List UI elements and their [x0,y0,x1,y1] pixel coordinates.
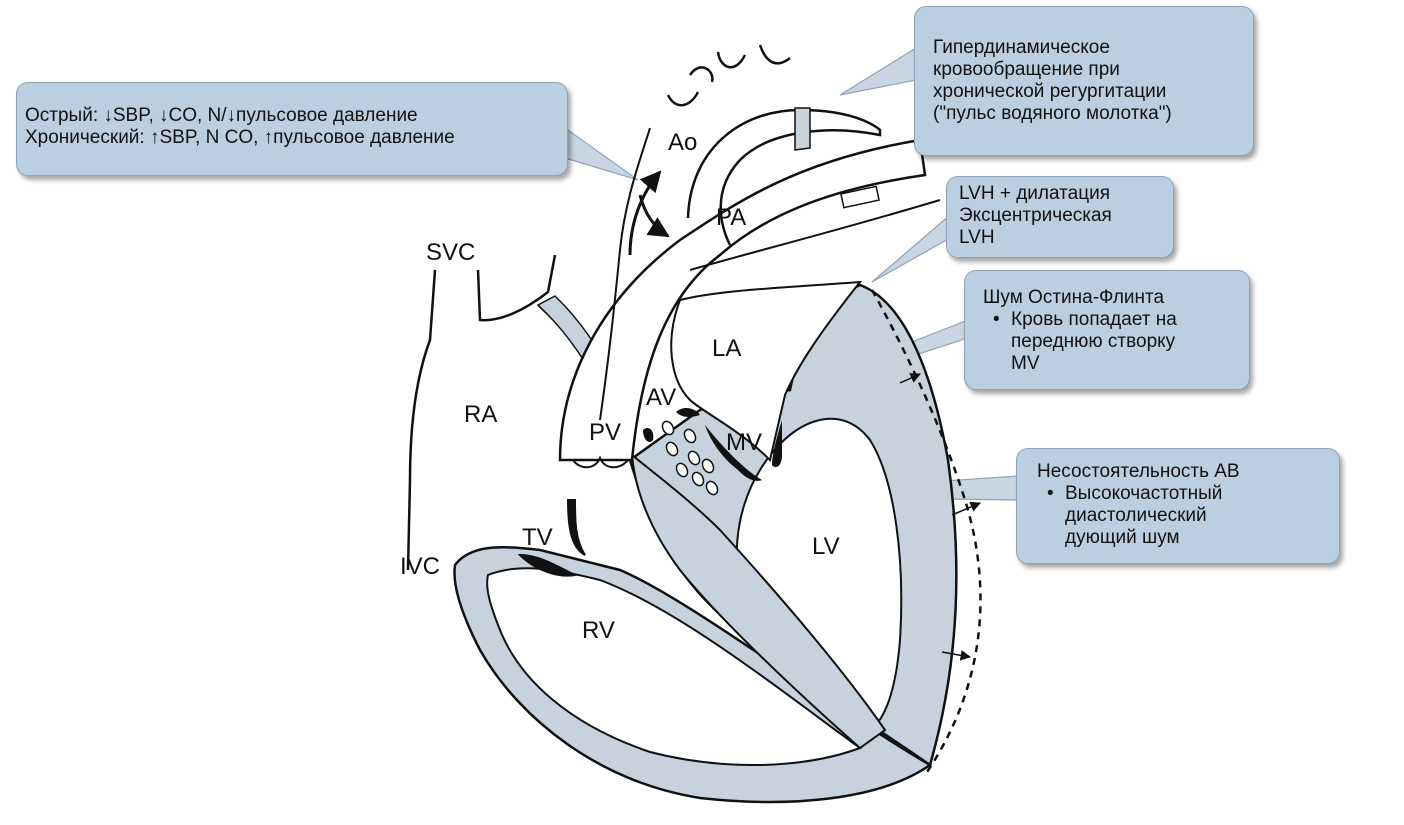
label-ivc: IVC [400,553,440,580]
label-rv: RV [582,617,615,644]
callout-austin-flint-text3: MV [1011,353,1040,374]
jet-bubble [665,441,679,457]
dilatation-arrow [899,373,921,384]
aortic-branch-2 [688,66,714,83]
pointer-lvh [871,213,951,283]
callout-lvh-line1: LVH + дилатация [959,183,1110,204]
label-av: AV [646,384,676,411]
jet-bubble [687,450,701,466]
callout-austin-flint-text1: Кровь попадает на [1011,309,1177,330]
aortic-valve-leaflet-2 [643,428,654,442]
callout-ar: Несостоятельность АВ Высокочастотный диа… [1016,448,1340,564]
callout-ar-title: Несостоятельность АВ [1037,461,1240,482]
callout-lvh-line2: Эксцентрическая [959,205,1112,226]
label-pa: PA [716,204,746,231]
label-lv: LV [812,533,840,560]
callout-austin-flint-text2: переднюю створку [1011,331,1176,352]
rv-cavity [486,567,863,767]
callout-ar-bullet: Высокочастотный диастолический дующий шу… [1045,483,1327,549]
dilatation-outline [870,289,982,776]
tricuspid-leaflet-2 [517,553,579,577]
tricuspid-leaflet [566,499,586,556]
aortic-branch-3 [716,51,747,69]
pulmonary-veins [689,199,941,271]
pointer-acute-chronic [564,126,639,181]
callout-hyperdynamic-line1: Гипердинамическое [933,37,1110,58]
callout-hyperdynamic-line4: ("пульс водяного молотка") [933,103,1172,124]
ductus-ligament [794,107,811,151]
interventricular-septum [630,452,887,750]
callout-austin-flint-bullet: Кровь попадает на переднюю створку MV [991,309,1237,375]
callout-lvh-line3: LVH [959,227,995,248]
svc-right-wall [476,254,557,322]
callout-acute-line: Острый: ↓SBP, ↓CO, N/↓пульсовое давление [25,105,418,126]
callout-lvh: LVH + дилатация Эксцентрическая LVH [946,176,1174,258]
callout-ar-text2: диастолический [1065,505,1207,526]
label-ao: Ao [668,129,697,156]
callout-austin-flint: Шум Остина-Флинта Кровь попадает на пере… [964,270,1250,390]
pointer-hyperdynamic [839,46,917,96]
label-ra: RA [464,401,497,428]
callout-chronic-line: Хронический: ↑SBP, N CO, ↑пульсовое давл… [25,127,455,148]
aortic-valve-leaflet [676,408,700,417]
callout-ar-list: Высокочастотный диастолический дующий шу… [1037,483,1327,549]
dilatation-arrow [951,501,981,516]
callout-hyperdynamic: Гипердинамическое кровообращение при хро… [914,6,1254,156]
label-svc: SVC [426,239,475,266]
jet-bubble [701,458,715,474]
jet-bubble [661,420,675,436]
aorta-wall [599,127,651,421]
ra-outline [406,269,437,571]
mitral-leaflet-posterior [772,420,782,468]
aortic-arch [686,108,882,246]
callout-austin-flint-list: Кровь попадает на переднюю створку MV [983,309,1237,375]
callout-hyperdynamic-line3: хронической регургитации [933,81,1167,102]
label-pv: PV [589,419,621,446]
jet-bubble [683,428,697,444]
callout-hyperdynamic-line2: кровообращение при [933,59,1120,80]
regurgitant-jet [661,420,719,496]
callout-acute-chronic: Острый: ↓SBP, ↓CO, N/↓пульсовое давление… [16,82,568,176]
callout-ar-text3: дующий шум [1065,527,1180,548]
label-la: LA [712,335,741,362]
aortic-branch-4 [758,44,791,65]
callout-ar-text1: Высокочастотный [1065,483,1223,504]
dilatation-arrow [941,650,972,661]
label-mv: MV [726,429,762,456]
la-outline [670,280,863,462]
aortic-branch-1 [666,91,700,107]
jet-bubble [691,471,705,487]
label-tv: TV [522,524,553,551]
pa-branch-stub [840,185,880,209]
jet-bubble [675,462,689,478]
callout-austin-flint-title: Шум Остина-Флинта [983,287,1165,308]
flow-arrow-up [628,170,662,256]
flow-arrow-down [638,194,670,238]
jet-bubble [705,480,719,496]
pulmonic-valve [572,455,629,469]
